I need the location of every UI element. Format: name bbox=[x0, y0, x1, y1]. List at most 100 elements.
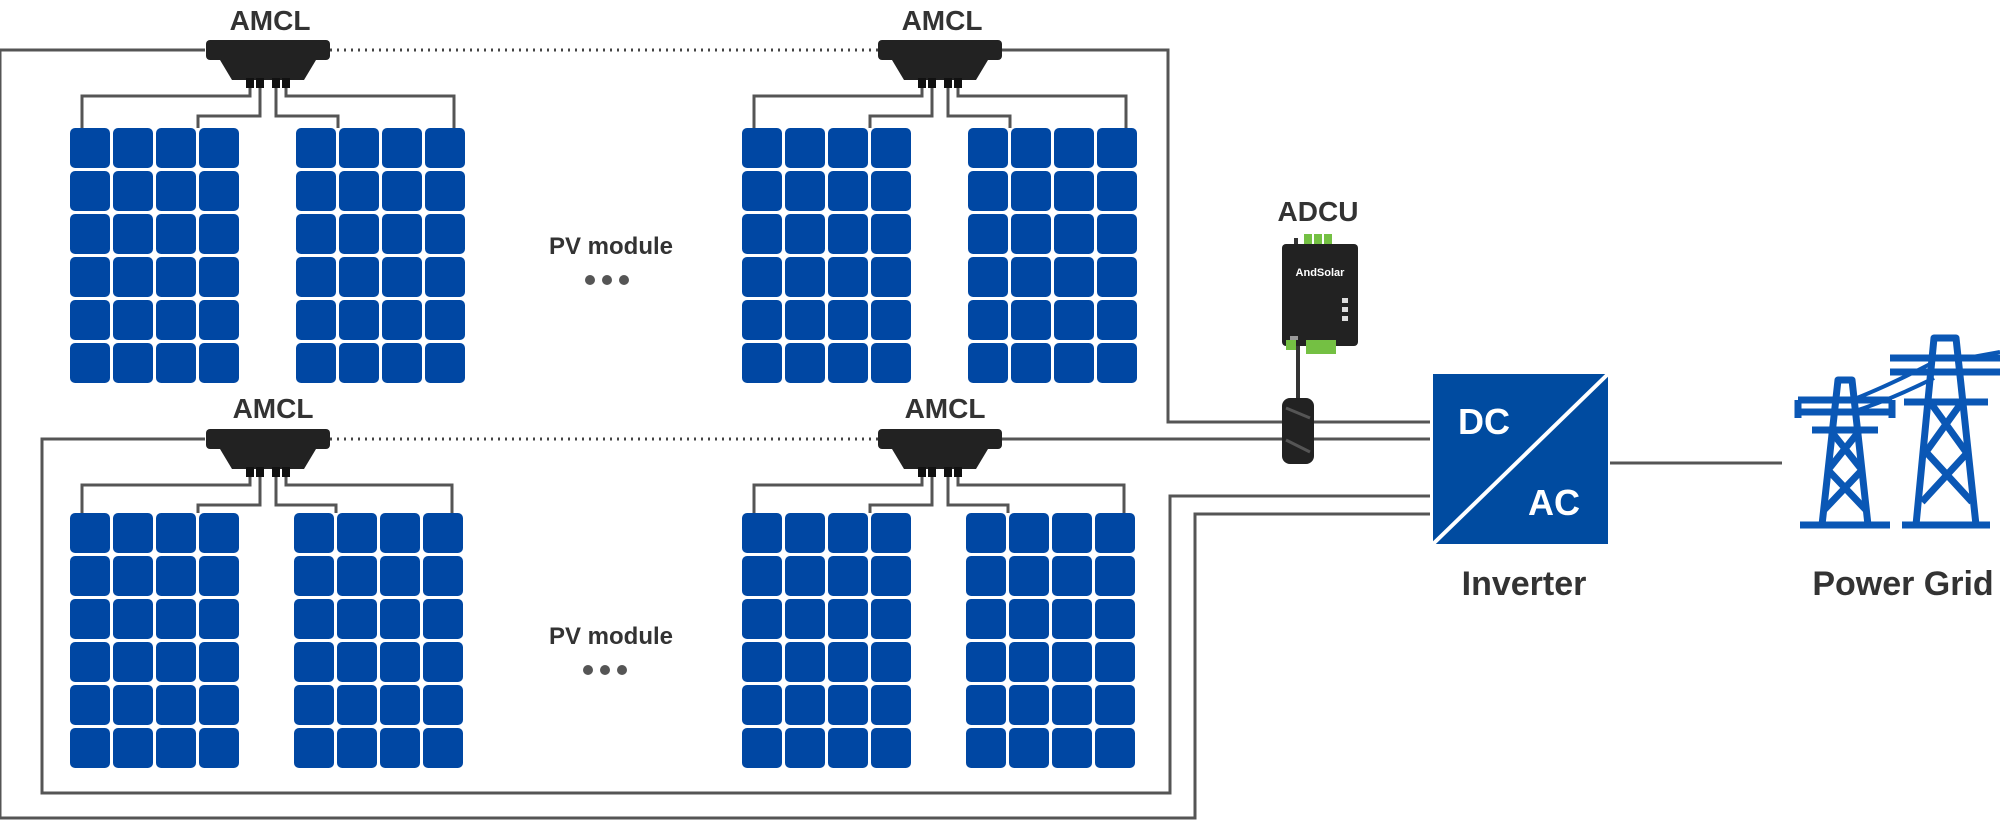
pv-cell bbox=[1009, 599, 1049, 639]
pv-cell bbox=[1095, 685, 1135, 725]
pv-cell bbox=[380, 728, 420, 768]
pv-cell bbox=[425, 128, 465, 168]
pv-cell bbox=[785, 642, 825, 682]
amcl-device-icon bbox=[878, 40, 1002, 88]
amcl-device-icon bbox=[206, 40, 330, 88]
amcl-label-bottom-right: AMCL bbox=[905, 393, 986, 424]
pv-cell bbox=[742, 642, 782, 682]
pv-cell bbox=[1095, 556, 1135, 596]
adcu-brand-label: AndSolar bbox=[1296, 267, 1346, 279]
pv-cell bbox=[199, 513, 239, 553]
pv-cell bbox=[968, 343, 1008, 383]
pv-cell bbox=[423, 685, 463, 725]
pv-cell bbox=[871, 257, 911, 297]
pv-cell bbox=[296, 171, 336, 211]
pv-cell bbox=[70, 728, 110, 768]
pv-cell bbox=[1009, 513, 1049, 553]
pv-cell bbox=[339, 300, 379, 340]
pv-cell bbox=[425, 214, 465, 254]
pv-cell bbox=[199, 128, 239, 168]
pv-cell bbox=[70, 171, 110, 211]
pv-panel-top-left-a bbox=[70, 128, 239, 383]
pv-cell bbox=[199, 642, 239, 682]
pv-cell bbox=[70, 599, 110, 639]
pv-cell bbox=[423, 513, 463, 553]
pv-cell bbox=[1054, 214, 1094, 254]
pv-panel-bottom-left-a bbox=[70, 513, 239, 768]
pv-cell bbox=[1054, 300, 1094, 340]
inverter-dc-label: DC bbox=[1458, 401, 1510, 442]
pv-panel-top-right-a bbox=[742, 128, 911, 383]
pv-cell bbox=[1097, 171, 1137, 211]
pv-cell bbox=[785, 343, 825, 383]
pv-cell bbox=[828, 343, 868, 383]
pv-cell bbox=[70, 128, 110, 168]
pv-cell bbox=[785, 728, 825, 768]
pv-cell bbox=[294, 728, 334, 768]
pv-cell bbox=[828, 214, 868, 254]
pv-cell bbox=[1052, 685, 1092, 725]
pv-cell bbox=[1097, 257, 1137, 297]
pv-cell bbox=[339, 171, 379, 211]
pv-cell bbox=[1011, 300, 1051, 340]
pv-cell bbox=[742, 300, 782, 340]
amcl-device-icon bbox=[878, 429, 1002, 477]
pv-cell bbox=[156, 599, 196, 639]
pv-cell bbox=[113, 513, 153, 553]
adcu-device-icon: AndSolar bbox=[1282, 234, 1358, 354]
pv-panel-bottom-right-a bbox=[742, 513, 911, 768]
pv-cell bbox=[113, 343, 153, 383]
pv-cell bbox=[785, 300, 825, 340]
pv-cell bbox=[199, 257, 239, 297]
pv-cell bbox=[339, 343, 379, 383]
pv-cell bbox=[156, 257, 196, 297]
pv-cell bbox=[785, 513, 825, 553]
pv-cell bbox=[828, 171, 868, 211]
pv-cell bbox=[296, 343, 336, 383]
pv-cell bbox=[337, 728, 377, 768]
amcl-device-icon bbox=[206, 429, 330, 477]
pv-cell bbox=[296, 257, 336, 297]
pv-cell bbox=[1009, 685, 1049, 725]
pv-cell bbox=[199, 214, 239, 254]
pv-cell bbox=[1095, 642, 1135, 682]
pv-cell bbox=[1054, 257, 1094, 297]
pv-cell bbox=[113, 300, 153, 340]
pv-panel-bottom-left-b bbox=[294, 513, 463, 768]
transmission-tower-icon bbox=[1794, 334, 2000, 529]
pv-cell bbox=[199, 171, 239, 211]
pv-cell bbox=[1052, 556, 1092, 596]
pv-cell bbox=[966, 599, 1006, 639]
pv-cell bbox=[294, 599, 334, 639]
pv-cell bbox=[871, 513, 911, 553]
pv-cell bbox=[828, 642, 868, 682]
pv-cell bbox=[785, 128, 825, 168]
pv-cell bbox=[113, 214, 153, 254]
pv-cell bbox=[828, 556, 868, 596]
inverter-label: Inverter bbox=[1462, 565, 1587, 603]
pv-cell bbox=[871, 599, 911, 639]
pv-cell bbox=[382, 300, 422, 340]
pv-cell bbox=[380, 685, 420, 725]
pv-cell bbox=[156, 728, 196, 768]
pv-cell bbox=[425, 171, 465, 211]
pv-cell bbox=[1097, 300, 1137, 340]
pv-cell bbox=[339, 214, 379, 254]
pv-cell bbox=[199, 343, 239, 383]
pv-cell bbox=[1097, 128, 1137, 168]
pv-cell bbox=[113, 642, 153, 682]
pv-cell bbox=[294, 556, 334, 596]
pv-cell bbox=[966, 642, 1006, 682]
pv-cell bbox=[339, 257, 379, 297]
pv-cell bbox=[423, 728, 463, 768]
current-clamp-icon bbox=[1282, 398, 1314, 464]
pv-cell bbox=[968, 257, 1008, 297]
pv-cell bbox=[382, 257, 422, 297]
pv-cell bbox=[337, 642, 377, 682]
pv-cell bbox=[1054, 128, 1094, 168]
pv-cell bbox=[871, 300, 911, 340]
pv-cell bbox=[966, 685, 1006, 725]
pv-cell bbox=[871, 214, 911, 254]
pv-cell bbox=[828, 685, 868, 725]
